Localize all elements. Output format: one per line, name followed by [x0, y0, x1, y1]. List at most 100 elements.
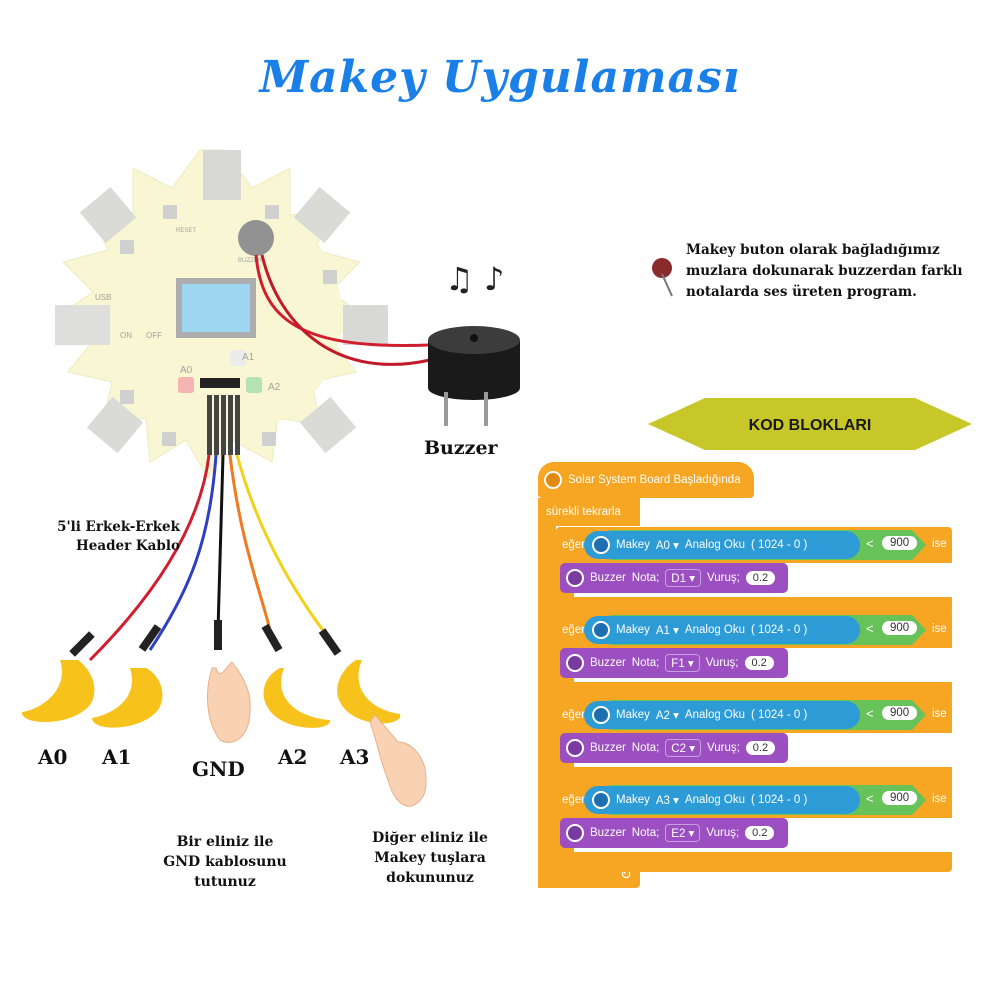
board-icon	[566, 824, 584, 842]
if-label: eğer	[562, 794, 586, 806]
range-label: ( 1024 - 0 )	[751, 624, 808, 636]
pin-dropdown[interactable]: A3 ▾	[655, 795, 679, 807]
if-block-end	[556, 852, 952, 872]
buzzer-block-label: Buzzer	[590, 827, 626, 839]
nota-label: Nota;	[631, 742, 660, 754]
forever-loop-arm	[538, 498, 556, 888]
pin-label-gnd: GND	[192, 757, 245, 781]
makey-analog-read-block[interactable]: Makey A3 ▾ Analog Oku ( 1024 - 0 )	[584, 786, 860, 814]
makey-label: Makey	[616, 624, 650, 636]
makey-analog-read-block[interactable]: Makey A0 ▾ Analog Oku ( 1024 - 0 )	[584, 531, 860, 559]
makey-analog-read-block[interactable]: Makey A1 ▾ Analog Oku ( 1024 - 0 )	[584, 616, 860, 644]
range-label: ( 1024 - 0 )	[751, 794, 808, 806]
beat-input[interactable]: 0.2	[745, 571, 776, 585]
pin-dropdown[interactable]: A0 ▾	[655, 540, 679, 552]
range-label: ( 1024 - 0 )	[751, 539, 808, 551]
then-label: ise	[932, 538, 947, 550]
start-hat-block[interactable]: Solar System Board Başladığında	[538, 462, 754, 498]
board-icon	[544, 471, 562, 489]
pin-dropdown[interactable]: A2 ▾	[655, 710, 679, 722]
buzzer-note-block[interactable]: Buzzer Nota; E2 ▾ Vuruş; 0.2	[560, 818, 788, 848]
buzzer-note-block[interactable]: Buzzer Nota; F1 ▾ Vuruş; 0.2	[560, 648, 788, 678]
threshold-input[interactable]: 900	[882, 536, 918, 550]
threshold-input[interactable]: 900	[882, 621, 918, 635]
code-header-label: KOD BLOKLARI	[749, 417, 872, 434]
banana-icon	[21, 660, 95, 723]
beat-input[interactable]: 0.2	[745, 826, 775, 840]
less-than-operator: <	[866, 621, 874, 636]
hand-icon	[207, 661, 251, 743]
vurus-label: Vuruş;	[706, 742, 740, 754]
analog-label: Analog Oku	[684, 539, 746, 551]
buzzer-note-block[interactable]: Buzzer Nota; D1 ▾ Vuruş; 0.2	[560, 563, 788, 593]
if-label: eğer	[562, 624, 586, 636]
instruction-line: dokununuz	[386, 870, 474, 886]
note-dropdown[interactable]: C2 ▾	[665, 739, 701, 757]
makey-analog-read-block[interactable]: Makey A2 ▾ Analog Oku ( 1024 - 0 )	[584, 701, 860, 729]
less-than-operator: <	[866, 791, 874, 806]
start-hat-label: Solar System Board Başladığında	[568, 474, 741, 486]
loop-arrow-icon: ↻	[620, 866, 632, 882]
board-label-a2: A2	[268, 382, 281, 393]
instruction-line: Makey tuşlara	[374, 850, 486, 866]
vurus-label: Vuruş;	[706, 827, 740, 839]
note-dropdown[interactable]: F1 ▾	[665, 654, 700, 672]
banana-icon	[263, 668, 331, 728]
forever-label: sürekli tekrarla	[546, 506, 621, 518]
board-icon	[592, 621, 610, 639]
pin-label-a1: A1	[102, 745, 132, 769]
vurus-label: Vuruş;	[706, 572, 740, 584]
board-label-reset: RESET	[176, 228, 196, 234]
less-than-operator: <	[866, 536, 874, 551]
banana-icon	[337, 660, 401, 724]
music-notes-icon: ♫ ♪	[445, 260, 504, 298]
makey-label: Makey	[616, 794, 650, 806]
board-label-a1: A1	[242, 352, 255, 363]
buzzer-block-label: Buzzer	[590, 657, 626, 669]
beat-input[interactable]: 0.2	[745, 741, 776, 755]
cable-label-line: 5'li Erkek-Erkek	[57, 519, 180, 535]
note-dropdown[interactable]: E2 ▾	[665, 824, 701, 842]
buzzer-label: Buzzer	[424, 437, 498, 459]
header-pins	[200, 378, 240, 388]
pointing-hand-icon	[369, 714, 427, 807]
note-dropdown[interactable]: D1 ▾	[665, 569, 701, 587]
threshold-input[interactable]: 900	[882, 791, 918, 805]
threshold-input[interactable]: 900	[882, 706, 918, 720]
less-than-operator: <	[866, 706, 874, 721]
cable-label-line: Header Kablo	[76, 538, 180, 554]
analog-label: Analog Oku	[684, 794, 746, 806]
then-label: ise	[932, 708, 947, 720]
solar-system-board: A1 A0 A2 USB ON OFF BUZZER RESET	[54, 149, 388, 479]
pin-dropdown[interactable]: A1 ▾	[655, 625, 679, 637]
pin-label-a0: A0	[38, 745, 68, 769]
then-label: ise	[932, 623, 947, 635]
instruction-left: Bir eliniz ile GND kablosunu tutunuz	[140, 832, 310, 892]
instruction-line: Diğer eliniz ile	[372, 830, 488, 846]
nota-label: Nota;	[631, 657, 660, 669]
instruction-right: Diğer eliniz ile Makey tuşlara dokununuz	[345, 828, 515, 888]
board-label-usb: USB	[95, 293, 111, 302]
buzzer-block-label: Buzzer	[590, 742, 626, 754]
buzzer-block-label: Buzzer	[590, 572, 626, 584]
beat-input[interactable]: 0.2	[744, 656, 774, 670]
board-icon	[566, 569, 584, 587]
if-label: eğer	[562, 709, 586, 721]
cable-label: 5'li Erkek-Erkek Header Kablo	[40, 518, 180, 556]
buzzer-component	[428, 326, 520, 426]
board-icon	[592, 706, 610, 724]
board-label-a0: A0	[180, 365, 193, 376]
buzzer-note-block[interactable]: Buzzer Nota; C2 ▾ Vuruş; 0.2	[560, 733, 788, 763]
nota-label: Nota;	[631, 827, 660, 839]
header-cable	[207, 395, 240, 455]
board-icon	[592, 536, 610, 554]
pin-label-a3: A3	[340, 745, 370, 769]
program-description: Makey buton olarak bağladığımız muzlara …	[686, 242, 963, 300]
board-label-off: OFF	[146, 331, 162, 340]
code-header-banner	[648, 398, 972, 450]
analog-label: Analog Oku	[684, 624, 746, 636]
board-label-on: ON	[120, 331, 132, 340]
analog-label: Analog Oku	[684, 709, 746, 721]
page-title: Makey Uygulaması	[259, 52, 741, 103]
forever-block[interactable]: sürekli tekrarla	[538, 498, 640, 526]
